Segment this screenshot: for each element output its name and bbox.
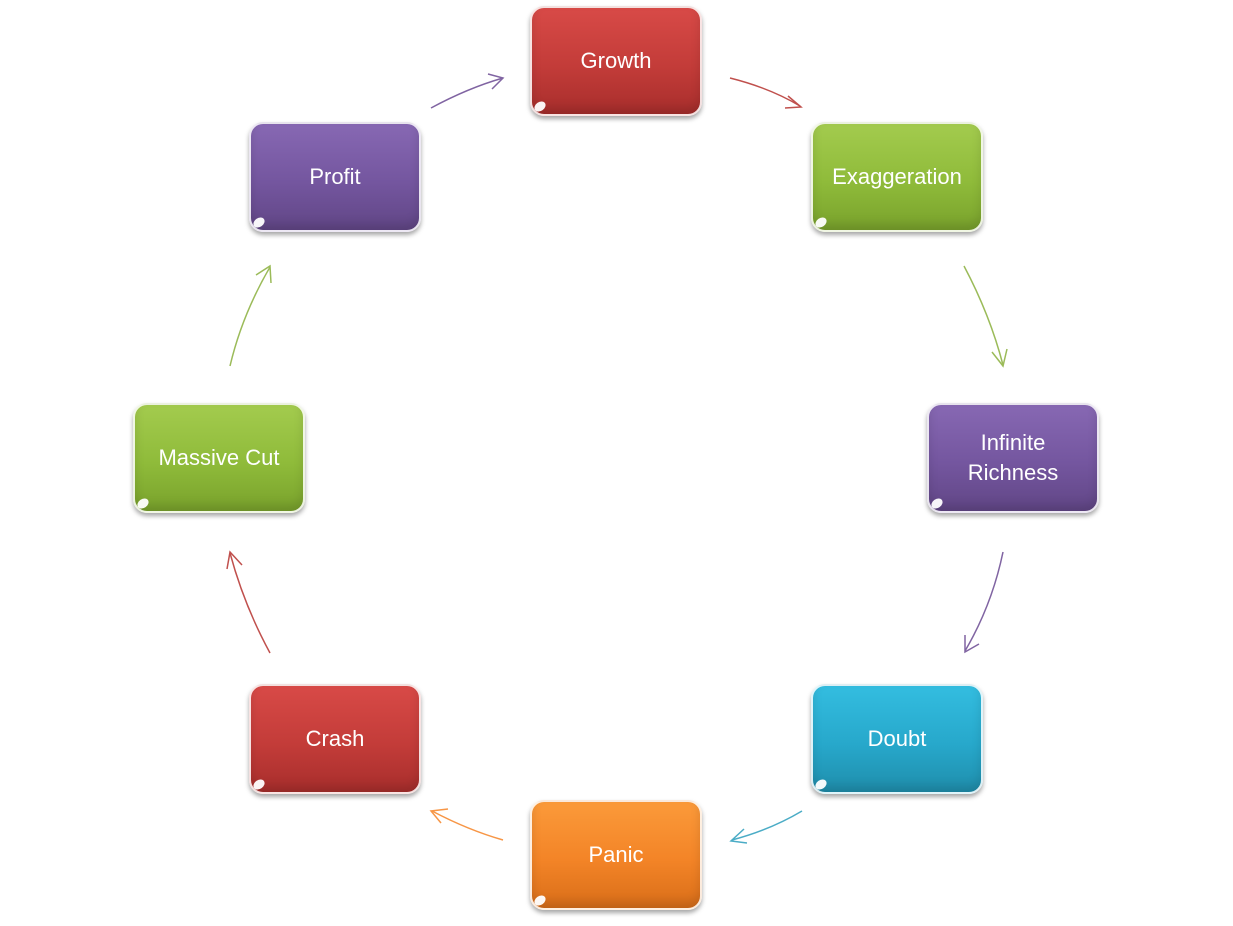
node-exaggeration-label: Exaggeration (832, 164, 962, 189)
node-highlight (532, 893, 548, 908)
node-growth: Growth (530, 6, 702, 116)
node-crash-label: Crash (305, 726, 365, 751)
arrow-exaggeration-to-infinite-richness (963, 265, 1008, 368)
node-highlight (929, 496, 945, 511)
node-panic-label: Panic (588, 842, 644, 867)
node-panic: Panic (530, 800, 702, 910)
node-exaggeration: Exaggeration (811, 122, 983, 232)
node-highlight (135, 496, 151, 511)
node-infinite-richness: Infinite Richness (927, 403, 1099, 513)
node-profit-label: Profit (309, 164, 361, 189)
node-highlight (813, 215, 829, 230)
node-highlight (532, 99, 548, 114)
arrow-growth-to-exaggeration (729, 77, 803, 109)
arrow-profit-to-growth (430, 73, 505, 109)
node-highlight (813, 777, 829, 792)
node-doubt: Doubt (811, 684, 983, 794)
arrow-infinite-richness-to-doubt (964, 551, 1004, 654)
node-massive-cut: Massive Cut (133, 403, 305, 513)
node-profit: Profit (249, 122, 421, 232)
node-massive-cut-label: Massive Cut (158, 445, 280, 470)
arrow-crash-to-massive-cut (226, 550, 271, 654)
node-infinite-richness-label: Infinite Richness (967, 430, 1059, 485)
node-growth-label: Growth (580, 48, 652, 73)
node-highlight (251, 215, 267, 230)
arrow-doubt-to-panic (729, 810, 803, 844)
arrow-massive-cut-to-profit (229, 264, 272, 367)
node-doubt-label: Doubt (867, 726, 927, 751)
node-crash: Crash (249, 684, 421, 794)
arrow-panic-to-crash (429, 808, 504, 841)
node-highlight (251, 777, 267, 792)
